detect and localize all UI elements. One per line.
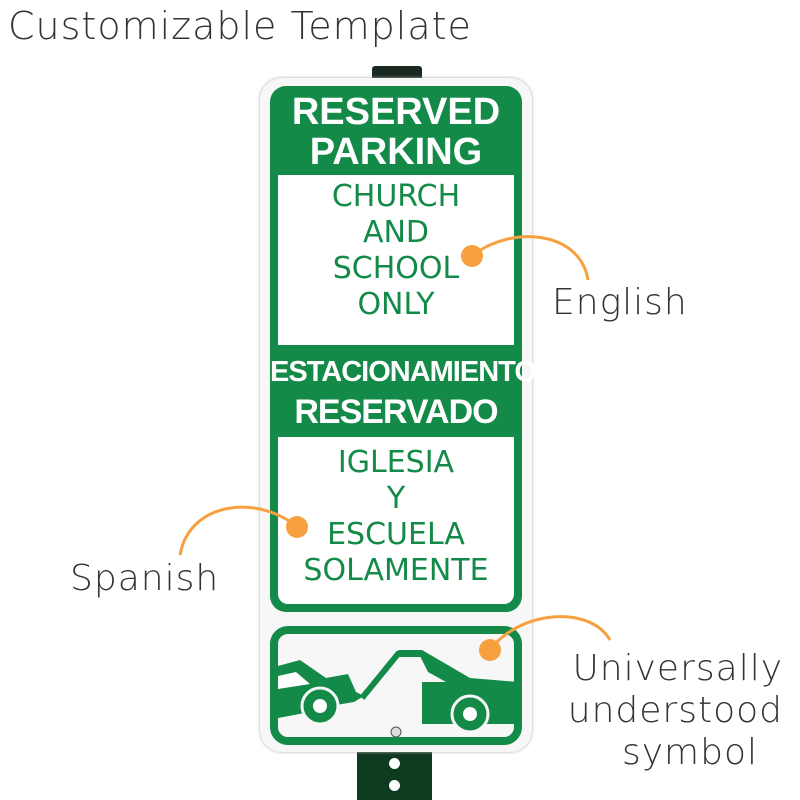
label-line: understood	[567, 690, 783, 731]
body-line: CHURCH	[331, 179, 461, 214]
body-line: ESCUELA	[327, 517, 465, 552]
body-line: SCHOOL	[332, 251, 460, 286]
header-line: PARKING	[309, 131, 483, 173]
body-line: AND	[362, 215, 430, 250]
spanish-callout-label: Spanish	[70, 558, 220, 599]
body-line: SOLAMENTE	[303, 553, 489, 588]
body-line: ONLY	[357, 287, 435, 322]
sign-text-panel: RESERVED PARKING CHURCH AND SCHOOL ONLY …	[270, 86, 537, 612]
header-line: ESTACIONAMIENTO	[270, 356, 537, 388]
body-line: IGLESIA	[337, 445, 455, 480]
english-body: CHURCH AND SCHOOL ONLY	[278, 175, 514, 345]
english-callout-label: English	[552, 282, 688, 323]
spanish-body: IGLESIA Y ESCUELA SOLAMENTE	[278, 437, 514, 604]
page-title: Customizable Template	[8, 4, 472, 48]
body-line: Y	[386, 481, 406, 516]
header-line: RESERVED	[291, 91, 501, 133]
tow-truck-icon	[270, 626, 522, 745]
label-line: Universally	[572, 648, 783, 689]
spanish-header: ESTACIONAMIENTO RESERVADO	[270, 352, 537, 432]
english-header: RESERVED PARKING	[270, 92, 522, 172]
symbol-callout-label: Universally understood symbol	[555, 648, 783, 774]
header-line: RESERVADO	[294, 393, 498, 431]
label-line: symbol	[621, 732, 758, 773]
